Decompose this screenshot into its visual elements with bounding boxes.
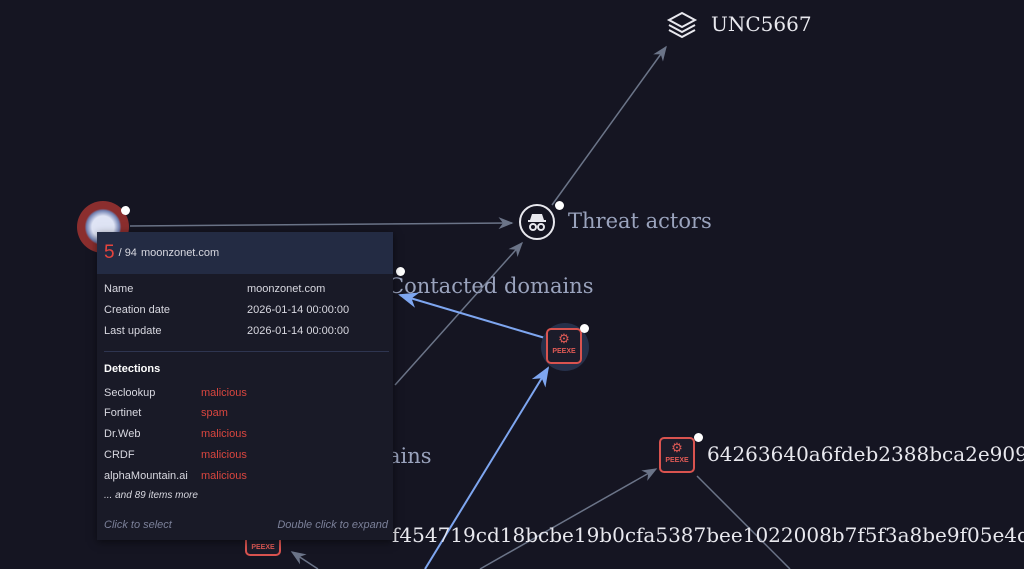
detection-row: Dr.Web malicious xyxy=(104,428,247,440)
engine-result: malicious xyxy=(201,449,247,461)
detection-row: Seclookup malicious xyxy=(104,387,247,399)
detection-row: alphaMountain.ai malicious xyxy=(104,470,247,482)
engine-name: CRDF xyxy=(104,449,135,461)
field-label: Last update xyxy=(104,325,162,337)
engine-result: spam xyxy=(201,407,228,419)
node-tooltip: 5 / 94 moonzonet.com Name moonzonet.com C… xyxy=(97,232,393,540)
detection-row: CRDF malicious xyxy=(104,449,247,461)
node-threat-actors[interactable] xyxy=(519,204,555,240)
layers-stack-icon xyxy=(666,11,698,39)
node-indicator-dot xyxy=(396,267,405,276)
node-file2[interactable]: ⚙ PEEXE xyxy=(659,437,695,473)
field-value: 2026-01-14 00:00:00 xyxy=(247,325,350,337)
edge-file1-to-contacted xyxy=(398,292,546,339)
edge-file2-out xyxy=(696,475,791,569)
node-partial-domains-label[interactable]: ains xyxy=(388,444,432,468)
edge-to-file2 xyxy=(479,468,658,569)
node-indicator-dot xyxy=(580,324,589,333)
double-click-hint: Double click to expand xyxy=(277,519,388,531)
file-type-badge: PEEXE xyxy=(251,544,275,551)
edge-to-threat-diagonal xyxy=(394,241,523,386)
engine-name: Dr.Web xyxy=(104,428,141,440)
more-detections: ... and 89 items more xyxy=(104,490,198,501)
node-threat-actors-label[interactable]: Threat actors xyxy=(568,209,712,233)
field-value: moonzonet.com xyxy=(247,283,326,295)
detections-heading: Detections xyxy=(104,363,161,375)
spy-incognito-icon xyxy=(528,214,546,231)
node-unc[interactable] xyxy=(665,8,699,42)
node-indicator-dot xyxy=(121,206,130,215)
engine-name: Fortinet xyxy=(104,407,142,419)
node-indicator-dot xyxy=(694,433,703,442)
divider xyxy=(104,351,389,352)
edge-to-file1 xyxy=(424,366,550,569)
field-row: Last update 2026-01-14 00:00:00 xyxy=(104,325,349,337)
node-file3-label[interactable]: f454719cd18bcbe19b0cfa5387bee1022008b7f5… xyxy=(392,523,1024,547)
engine-name: alphaMountain.ai xyxy=(104,470,188,482)
gears-icon: ⚙ xyxy=(671,440,683,455)
file-type-badge: PEEXE xyxy=(665,457,689,464)
engine-result: malicious xyxy=(201,428,247,440)
field-label: Creation date xyxy=(104,304,171,316)
detection-score: 5 xyxy=(104,242,115,263)
node-file2-label[interactable]: 64263640a6fdeb2388bca2e9094a xyxy=(707,442,1024,466)
field-value: 2026-01-14 00:00:00 xyxy=(247,304,350,316)
engine-name: Seclookup xyxy=(104,387,156,399)
click-hint: Click to select xyxy=(104,519,172,531)
engine-result: malicious xyxy=(201,387,247,399)
node-file1[interactable]: ⚙ PEEXE xyxy=(546,328,582,364)
engine-result: malicious xyxy=(201,470,247,482)
field-row: Creation date 2026-01-14 00:00:00 xyxy=(104,304,349,316)
file-type-badge: PEEXE xyxy=(552,348,576,355)
node-contacted-domains-label[interactable]: Contacted domains xyxy=(388,274,594,298)
node-indicator-dot xyxy=(555,201,564,210)
field-label: Name xyxy=(104,283,134,295)
node-unc-label[interactable]: UNC5667 xyxy=(711,12,812,36)
edge-to-file3 xyxy=(290,551,319,569)
gears-icon: ⚙ xyxy=(558,331,570,346)
edge-threat-to-unc xyxy=(551,45,667,206)
detection-total: / 94 xyxy=(118,247,137,259)
tooltip-title: moonzonet.com xyxy=(140,247,220,259)
edge-domain-to-threat xyxy=(129,217,514,230)
field-row: Name moonzonet.com xyxy=(104,283,325,295)
tooltip-header: 5 / 94 moonzonet.com xyxy=(97,232,393,274)
detection-row: Fortinet spam xyxy=(104,407,228,419)
